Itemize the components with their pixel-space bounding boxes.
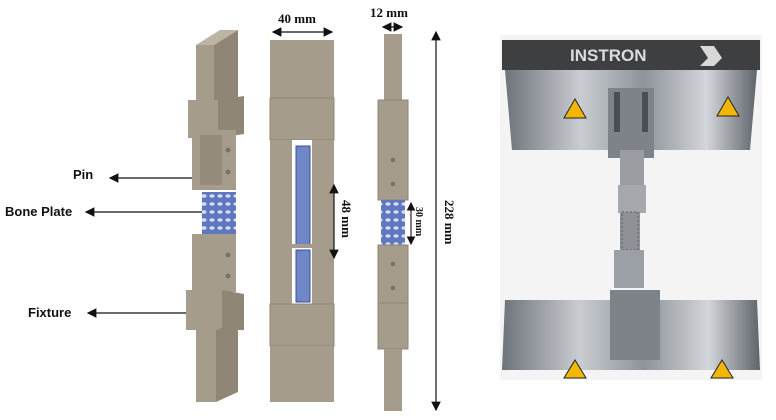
plate-length-dimension: 48 mm <box>339 200 354 238</box>
pin-hole <box>225 169 231 175</box>
width-dimension: 40 mm <box>278 11 316 26</box>
bone-plate-3d <box>202 192 236 234</box>
warning-icon <box>563 359 587 379</box>
front-view: 40 mm 48 mm <box>269 11 354 402</box>
side-view: 12 mm 30 mm 228 mm <box>370 5 457 412</box>
pin-hole <box>225 147 231 153</box>
warning-icon <box>563 98 587 119</box>
gauge-length-dimension: 30 mm <box>413 207 424 237</box>
svg-text:Bone Plate: Bone Plate <box>5 204 72 219</box>
svg-text:Fixture: Fixture <box>28 305 71 320</box>
isometric-assembly <box>186 30 244 402</box>
bone-plate-side <box>381 200 405 245</box>
total-length-dimension: 228 mm <box>442 200 457 245</box>
svg-text:Pin: Pin <box>73 167 93 182</box>
label-fixture: Fixture <box>28 305 208 320</box>
instron-brand-text: INSTRON <box>570 46 647 65</box>
test-machine-photo: INSTRON <box>500 35 762 380</box>
label-bone-plate: Bone Plate <box>5 204 205 219</box>
warning-icon <box>710 359 734 379</box>
warning-icon <box>716 96 740 117</box>
thickness-dimension: 12 mm <box>370 5 408 20</box>
